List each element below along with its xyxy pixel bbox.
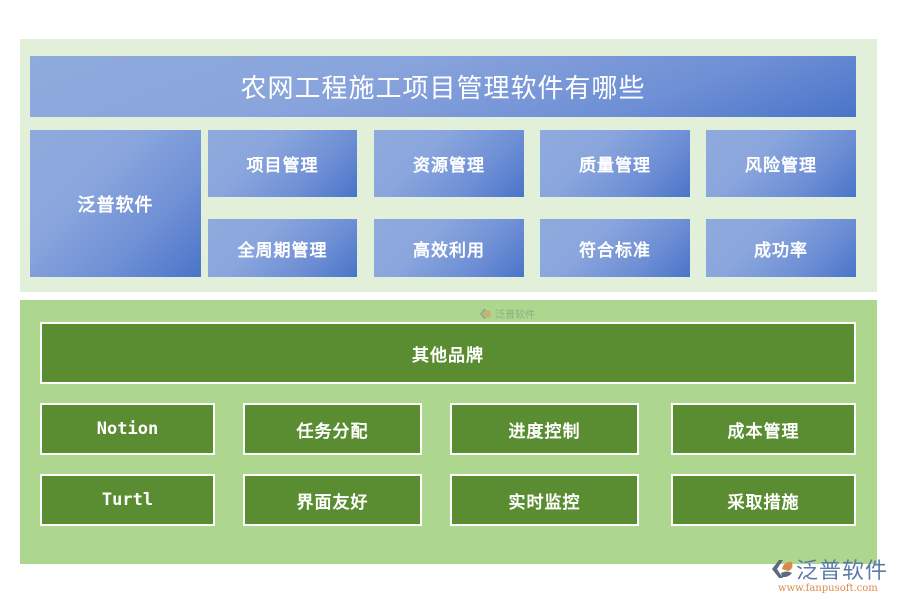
feature-box: 资源管理 — [374, 130, 524, 197]
feature-box: 项目管理 — [208, 130, 357, 197]
fanpu-logo-icon — [772, 560, 793, 578]
page-title: 农网工程施工项目管理软件有哪些 — [30, 56, 856, 117]
logo-url: www.fanpusoft.com — [778, 583, 878, 594]
feature-box: 符合标准 — [540, 219, 690, 277]
feature-box: 质量管理 — [540, 130, 690, 197]
feature-box: 任务分配 — [243, 403, 422, 455]
feature-box: 风险管理 — [706, 130, 856, 197]
brand-box-fanpu: 泛普软件 — [30, 130, 201, 277]
feature-box: 成本管理 — [671, 403, 856, 455]
feature-box: 高效利用 — [374, 219, 524, 277]
feature-box: 界面友好 — [243, 474, 422, 526]
watermark: 泛普软件 — [478, 306, 535, 321]
brand-box-turtl: Turtl — [40, 474, 215, 526]
other-brands-header: 其他品牌 — [40, 322, 856, 384]
feature-box: 全周期管理 — [208, 219, 357, 277]
brand-box-notion: Notion — [40, 403, 215, 455]
watermark-text: 泛普软件 — [495, 310, 535, 321]
fanpu-logo: 泛普软件 www.fanpusoft.com — [770, 553, 895, 594]
feature-box: 实时监控 — [450, 474, 639, 526]
feature-box: 进度控制 — [450, 403, 639, 455]
feature-box: 采取措施 — [671, 474, 856, 526]
feature-box: 成功率 — [706, 219, 856, 277]
fanpu-logo-icon — [480, 308, 491, 319]
logo-name: 泛普软件 — [796, 559, 889, 584]
